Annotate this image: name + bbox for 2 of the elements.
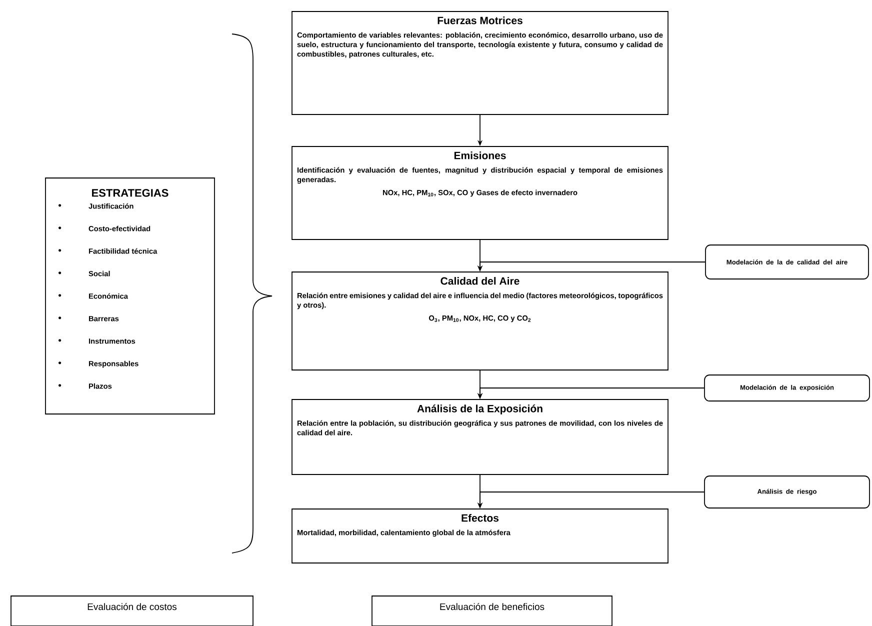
evaluation-box: Evaluación de beneficios: [372, 596, 612, 626]
evaluation-box: Evaluación de costos: [10, 596, 254, 626]
